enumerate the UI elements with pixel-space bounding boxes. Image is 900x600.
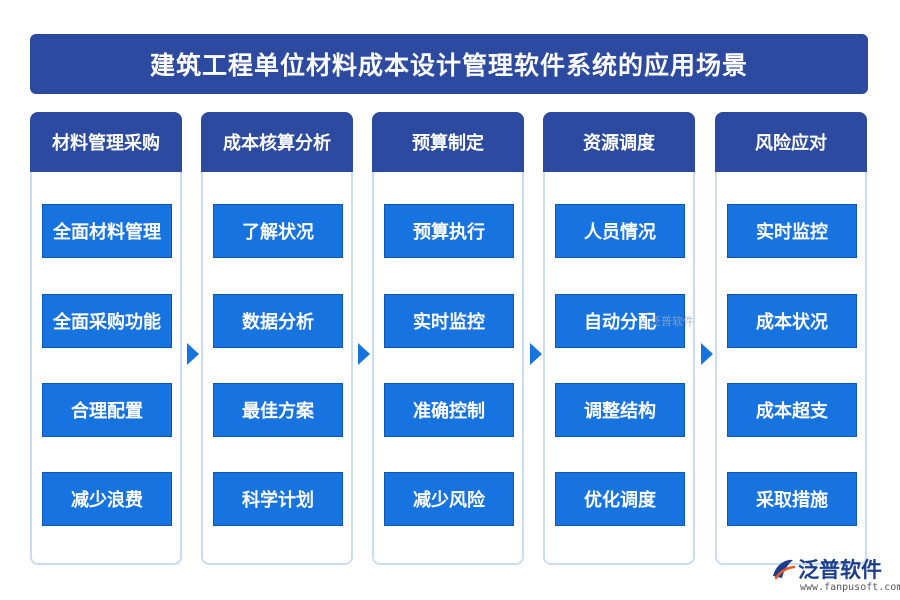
brand-logo: 泛普软件 www.fanpusoft.com: [770, 554, 900, 594]
item-box: 采取措施: [727, 472, 857, 526]
item-box: 准确控制: [384, 383, 514, 437]
column-budget: 预算制定 预算执行 实时监控 准确控制 减少风险: [372, 112, 524, 565]
logo-name: 泛普软件: [798, 558, 882, 582]
item-box: 实时监控: [727, 204, 857, 258]
item-box: 调整结构: [555, 383, 685, 437]
item-box: 全面采购功能: [42, 294, 172, 348]
page-title: 建筑工程单位材料成本设计管理软件系统的应用场景: [30, 34, 868, 94]
column-header: 风险应对: [715, 112, 867, 172]
column-header: 材料管理采购: [30, 112, 182, 172]
column-cost-accounting: 成本核算分析 了解状况 数据分析 最佳方案 科学计划: [201, 112, 353, 565]
arrow-right-icon: [187, 343, 199, 365]
item-box: 成本超支: [727, 383, 857, 437]
arrow-right-icon: [530, 343, 542, 365]
column-risk-response: 风险应对 实时监控 成本状况 成本超支 采取措施: [715, 112, 867, 565]
item-box: 了解状况: [213, 204, 343, 258]
item-box: 自动分配: [555, 294, 685, 348]
column-header: 成本核算分析: [201, 112, 353, 172]
logo-icon: [773, 559, 796, 580]
watermark: 泛普软件: [650, 315, 694, 328]
column-header: 预算制定: [372, 112, 524, 172]
column-material-procurement: 材料管理采购 全面材料管理 全面采购功能 合理配置 减少浪费: [30, 112, 182, 565]
item-box: 科学计划: [213, 472, 343, 526]
item-box: 合理配置: [42, 383, 172, 437]
column-header: 资源调度: [543, 112, 695, 172]
item-box: 人员情况: [555, 204, 685, 258]
logo-url: www.fanpusoft.com: [800, 582, 900, 593]
item-box: 数据分析: [213, 294, 343, 348]
item-box: 成本状况: [727, 294, 857, 348]
item-box: 减少浪费: [42, 472, 172, 526]
item-box: 减少风险: [384, 472, 514, 526]
column-resource-scheduling: 资源调度 人员情况 自动分配 调整结构 优化调度: [543, 112, 695, 565]
arrow-right-icon: [701, 343, 713, 365]
item-box: 预算执行: [384, 204, 514, 258]
item-box: 最佳方案: [213, 383, 343, 437]
arrow-right-icon: [358, 343, 370, 365]
item-box: 优化调度: [555, 472, 685, 526]
item-box: 全面材料管理: [42, 204, 172, 258]
item-box: 实时监控: [384, 294, 514, 348]
